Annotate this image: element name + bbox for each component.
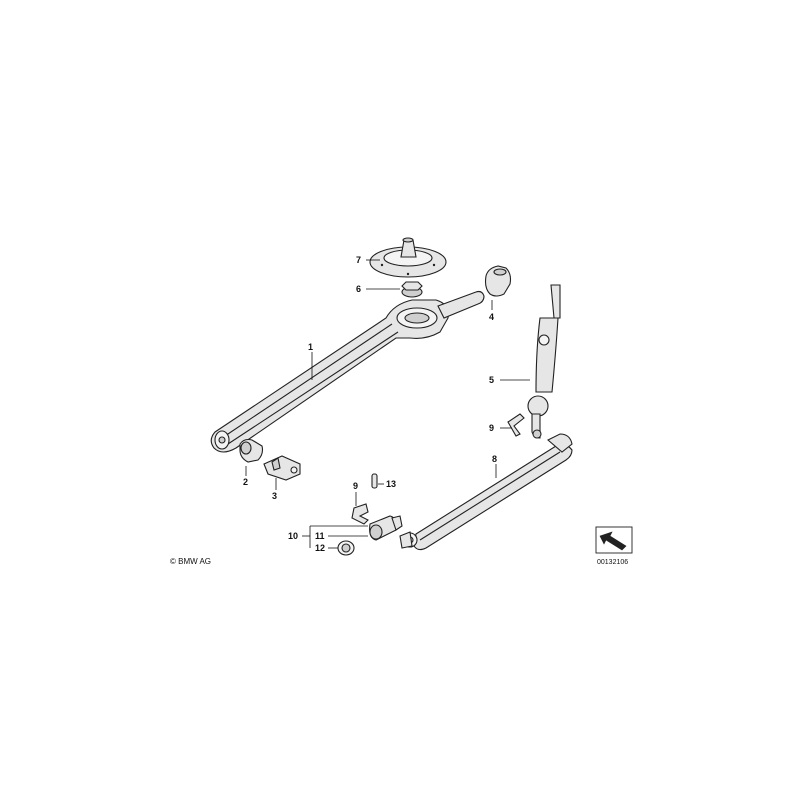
part-7-boot-cover [369, 237, 447, 278]
part-13-pin [371, 473, 378, 489]
copyright-notice: © BMW AG [170, 557, 211, 566]
callout-6: 6 [356, 284, 361, 294]
callout-12: 12 [315, 543, 325, 553]
reference-box: 00132106 [595, 526, 633, 566]
part-8-selector-rod [399, 433, 573, 551]
leader-lines [245, 259, 530, 549]
callout-11: 11 [315, 531, 325, 541]
part-5-shift-rod [527, 284, 561, 439]
part-9-clip-lower [351, 503, 369, 525]
north-west-arrow-icon [599, 531, 627, 551]
part-1-shift-lever-arm [210, 290, 485, 453]
callout-3: 3 [272, 491, 277, 501]
callout-4: 4 [489, 312, 494, 322]
callout-5: 5 [489, 375, 494, 385]
callout-9-lower: 9 [353, 481, 358, 491]
part-9-clip-upper [507, 413, 525, 437]
reference-number: 00132106 [597, 559, 628, 566]
part-12-ring [337, 540, 355, 556]
callout-9-upper: 9 [489, 423, 494, 433]
callout-7: 7 [356, 255, 361, 265]
part-2-bushing [239, 438, 264, 463]
callout-1: 1 [308, 342, 313, 352]
part-6-bearing [401, 281, 423, 298]
callout-13: 13 [386, 479, 396, 489]
callout-8: 8 [492, 454, 497, 464]
callout-labels: 1 2 3 4 5 6 7 8 9 9 10 11 12 13 [243, 255, 497, 553]
callout-2: 2 [243, 477, 248, 487]
callout-10: 10 [288, 531, 298, 541]
part-3-bracket [263, 455, 301, 481]
part-11-joint-sleeve [369, 515, 403, 541]
part-4-bushing [484, 265, 512, 297]
